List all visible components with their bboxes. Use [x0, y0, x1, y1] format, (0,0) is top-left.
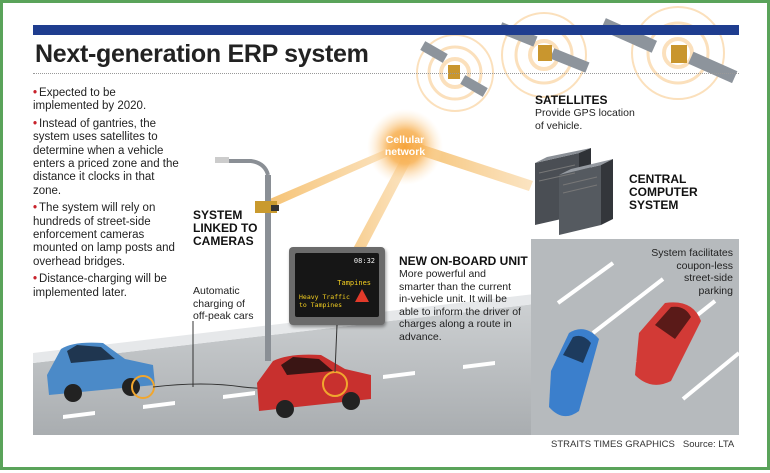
server-rack-icon: [535, 148, 613, 235]
on-board-unit-device: 08:32 Tampines Heavy Traffic to Tampines: [289, 247, 385, 325]
scene-illustration: [33, 6, 741, 435]
graphics-credit: STRAITS TIMES GRAPHICS: [551, 439, 675, 450]
bullet-dot-icon: •: [33, 202, 38, 215]
obu-message: Heavy Traffic to Tampines: [299, 293, 350, 309]
offpeak-label: Automatic charging of off-peak cars: [193, 285, 254, 322]
cellular-network-label: Cellular network: [384, 134, 426, 158]
obu-screen: 08:32 Tampines Heavy Traffic to Tampines: [295, 253, 379, 317]
bullet-item: •Distance-charging will be implemented l…: [33, 273, 167, 299]
header-bar: [33, 25, 739, 35]
warning-triangle-icon: [355, 289, 369, 302]
title-divider: [33, 73, 739, 74]
cameras-heading: SYSTEM LINKED TO CAMERAS: [193, 208, 258, 248]
bullet-item: •Expected to be implemented by 2020.: [33, 87, 147, 113]
obu-pointer: [334, 324, 338, 373]
page-title: Next-generation ERP system: [35, 40, 369, 68]
central-computer-heading: CENTRAL COMPUTER SYSTEM: [629, 172, 698, 212]
onboard-unit-description: More powerful and smarter than the curre…: [399, 268, 521, 343]
credits: STRAITS TIMES GRAPHICS Source: LTA: [551, 439, 734, 450]
lamp-post: [215, 157, 271, 361]
red-car: [257, 354, 371, 418]
satellite-icon: [420, 41, 488, 97]
satellites-description: Provide GPS location of vehicle.: [535, 107, 635, 132]
camera-icon: [255, 201, 279, 213]
parked-blue-car: [549, 329, 599, 417]
obu-destination: Tampines: [337, 279, 371, 287]
bullet-dot-icon: •: [33, 87, 38, 99]
bullet-item: •The system will rely on hundreds of str…: [33, 202, 175, 268]
blue-car: [47, 342, 155, 402]
satellites-heading: SATELLITES: [535, 93, 608, 107]
bullet-list: •Expected to be implemented by 2020. •In…: [33, 87, 183, 304]
obu-time: 08:32: [353, 257, 375, 265]
cellular-network-icon: [367, 109, 443, 185]
parked-red-car: [635, 302, 701, 385]
onboard-unit-heading: NEW ON-BOARD UNIT: [399, 254, 528, 268]
parking-label: System facilitates coupon-less street-si…: [651, 247, 733, 297]
source-credit: Source: LTA: [682, 439, 735, 450]
bullet-item: •Instead of gantries, the system uses sa…: [33, 117, 179, 197]
bullet-dot-icon: •: [33, 273, 38, 286]
bullet-dot-icon: •: [33, 117, 38, 130]
